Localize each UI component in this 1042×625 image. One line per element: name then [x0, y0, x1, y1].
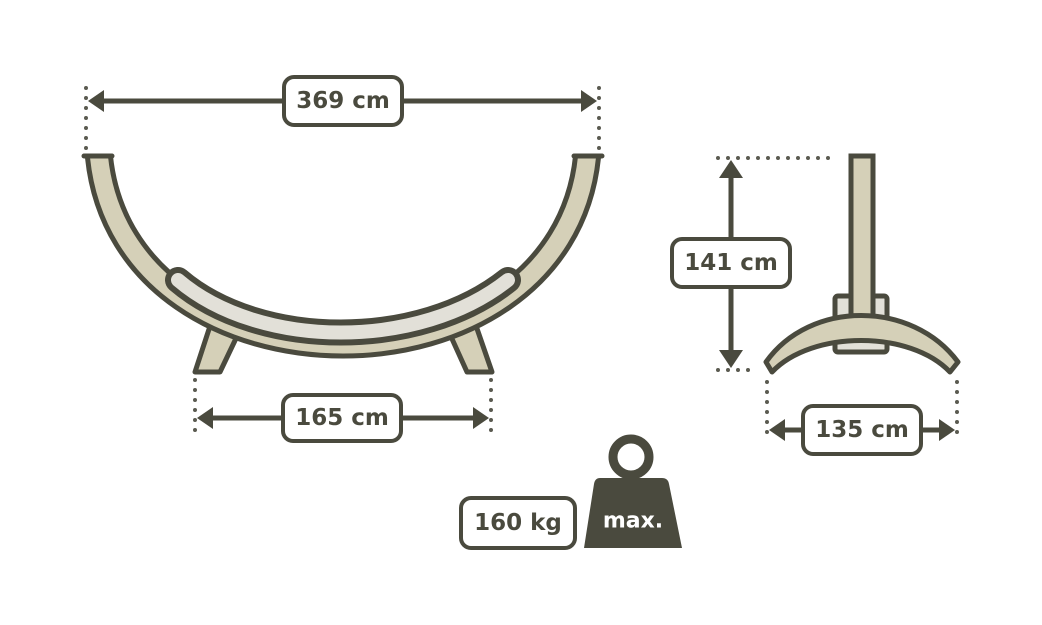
- max-load-label: 160 kg: [474, 510, 562, 536]
- max-load: 160 kg max.: [459, 434, 682, 550]
- side-view: 141 cm 135 cm: [670, 153, 961, 456]
- frame-arc: [90, 156, 596, 354]
- weight-icon: max.: [584, 434, 682, 548]
- height-label: 141 cm: [684, 250, 778, 276]
- front-view: 369 cm 165 cm: [80, 75, 606, 443]
- weight-icon-label: max.: [603, 509, 663, 534]
- frame-width-label: 369 cm: [296, 88, 390, 114]
- depth-label: 135 cm: [815, 417, 909, 443]
- side-base: [763, 313, 961, 375]
- base-width-label: 165 cm: [295, 405, 389, 431]
- frame-arc-outline: [85, 155, 601, 359]
- frame-cover: [171, 273, 515, 340]
